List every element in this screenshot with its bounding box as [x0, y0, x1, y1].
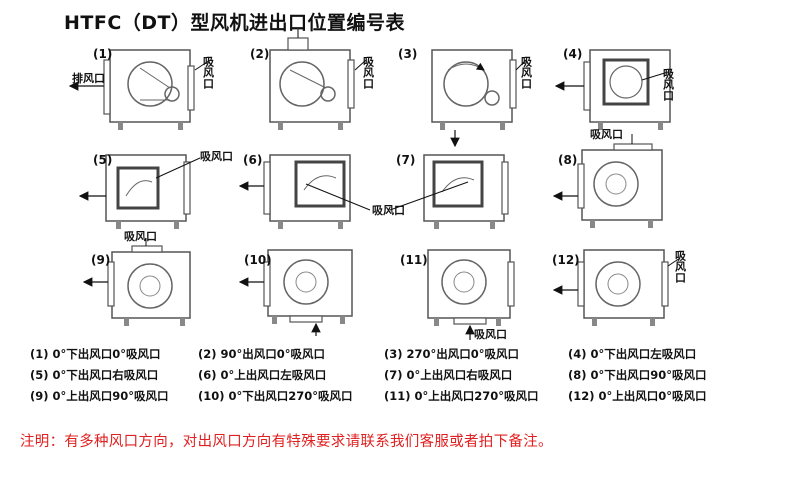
panel-num-9: (9): [91, 253, 110, 267]
suction-label-6-7: 吸风口: [372, 203, 405, 217]
legend-item-5: (5) 0°下出风口右吸风口: [30, 368, 159, 382]
panel-num-4: (4): [563, 47, 582, 61]
panel-2: [269, 28, 367, 130]
panel-1: [68, 49, 211, 130]
panel-num-1: (1): [93, 47, 112, 61]
legend-item-11: (11) 0°上出风口270°吸风口: [384, 389, 539, 403]
legend-item-6: (6) 0°上出风口左吸风口: [198, 368, 327, 382]
panel-num-7: (7): [396, 153, 415, 167]
suction-label-1: 吸风口: [202, 56, 215, 90]
suction-label-4: 吸风口: [662, 68, 675, 102]
legend-item-8: (8) 0°下出风口90°吸风口: [568, 368, 707, 382]
legend-item-10: (10) 0°下出风口270°吸风口: [198, 389, 353, 403]
suction-label-5: 吸风口: [200, 149, 233, 163]
exhaust-label-1: 排风口: [72, 71, 105, 85]
panel-11: [427, 249, 515, 340]
panel-9: [82, 238, 191, 326]
legend-item-4: (4) 0°下出风口左吸风口: [568, 347, 697, 361]
footnote: 注明：有多种风口方向，对出风口方向有特殊要求请联系我们客服或者拍下备注。: [20, 434, 553, 450]
panel-8: [552, 134, 663, 228]
position-diagram: (1) 吸风口 排风口 (2) 吸风口 (3) 吸风口: [68, 28, 687, 340]
panel-num-2: (2): [250, 47, 269, 61]
legend-item-7: (7) 0°上出风口右吸风口: [384, 368, 513, 382]
legend-item-12: (12) 0°上出风口0°吸风口: [568, 389, 707, 403]
panel-num-5: (5): [93, 153, 112, 167]
suction-label-9: 吸风口: [124, 229, 157, 243]
panel-num-12: (12): [552, 253, 580, 267]
legend-item-3: (3) 270°出风口0°吸风口: [384, 347, 520, 361]
panel-3: [431, 49, 527, 148]
suction-label-12: 吸风口: [674, 250, 687, 284]
panel-num-10: (10): [244, 253, 272, 267]
suction-label-3: 吸风口: [520, 56, 533, 90]
legend-item-1: (1) 0°下出风口0°吸风口: [30, 347, 161, 361]
legend-item-2: (2) 90°出风口0°吸风口: [198, 347, 326, 361]
page-title: HTFC（DT）型风机进出口位置编号表: [64, 12, 406, 34]
panel-num-3: (3): [398, 47, 417, 61]
panel-num-8: (8): [558, 153, 577, 167]
suction-label-8: 吸风口: [590, 127, 623, 141]
panel-10: [238, 249, 353, 336]
panel-12: [552, 249, 681, 326]
suction-label-11: 吸风口: [474, 327, 507, 340]
panel-6: [238, 154, 371, 229]
panel-5: [78, 154, 201, 229]
suction-label-2: 吸风口: [362, 56, 375, 90]
panel-num-11: (11): [400, 253, 428, 267]
panel-7: [389, 154, 509, 229]
panel-4: [554, 49, 671, 130]
legend-item-9: (9) 0°上出风口90°吸风口: [30, 389, 169, 403]
panel-num-6: (6): [243, 153, 262, 167]
